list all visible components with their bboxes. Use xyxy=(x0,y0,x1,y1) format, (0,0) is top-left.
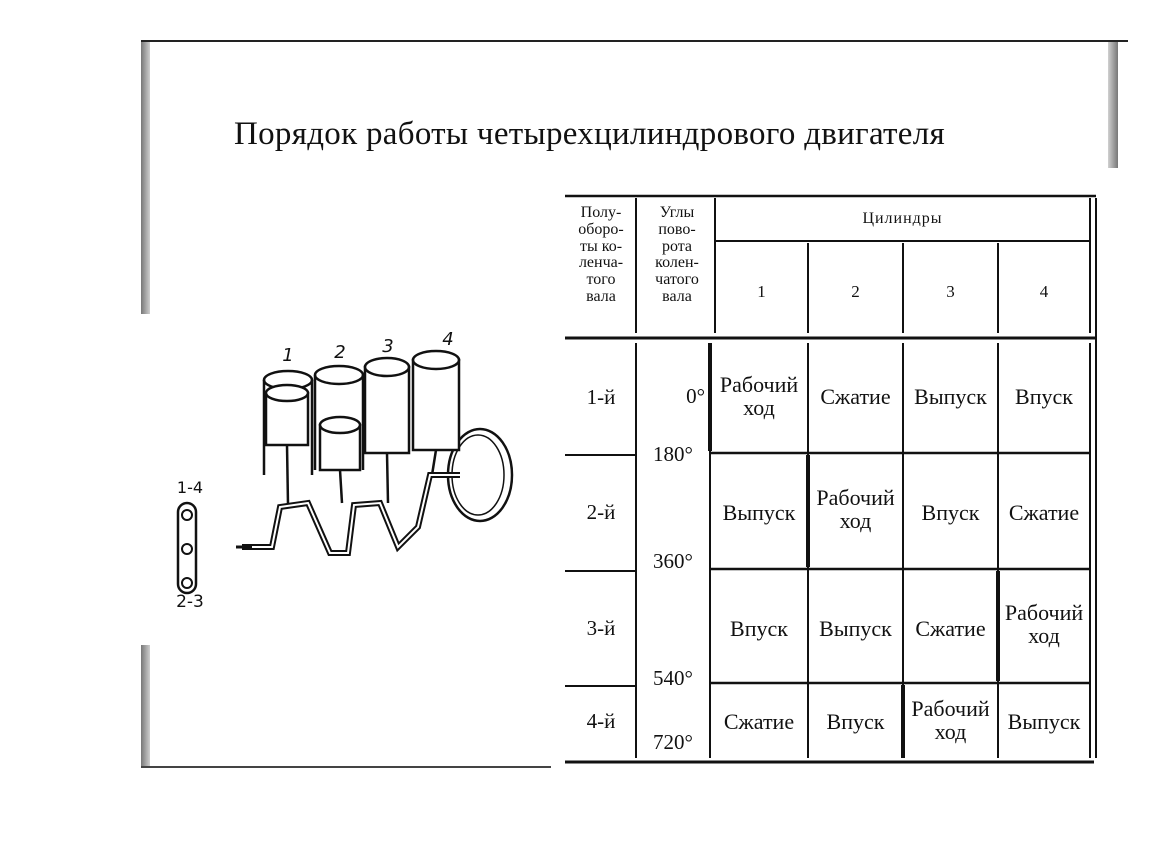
header-cylinder-4: 4 xyxy=(1039,282,1049,301)
cell-1-1: Рабочий ход xyxy=(719,372,799,421)
header-cylinder-2: 2 xyxy=(851,282,860,301)
cell-2-4: Сжатие xyxy=(1008,500,1080,525)
cell-3-2: Выпуск xyxy=(819,616,892,641)
crank-throw-shape xyxy=(176,501,198,595)
row-label-3: 3-й xyxy=(586,616,616,640)
cell-1-3: Выпуск xyxy=(914,384,987,409)
engine-diagram: 1 2 3 4 1-4 2-3 xyxy=(160,325,540,625)
crank-label-bottom: 2-3 xyxy=(176,592,204,612)
row-label-2: 2-й xyxy=(586,500,616,524)
header-half-turns-line: оборо- xyxy=(578,220,624,238)
header-half-turns-line: того xyxy=(586,271,616,289)
header-rotation-angles-line: вала xyxy=(662,287,692,305)
cell-1-2: Сжатие xyxy=(820,384,891,409)
angle-180: 180° xyxy=(653,442,693,466)
row-label-4: 4-й xyxy=(586,709,616,733)
slide-left-border-lower xyxy=(141,645,150,767)
slide-left-border xyxy=(141,42,150,314)
header-rotation-angles-line: пово- xyxy=(658,220,696,238)
cylinder-label-3: 3 xyxy=(382,336,393,357)
angle-720: 720° xyxy=(653,730,693,754)
header-cylinder-3: 3 xyxy=(946,282,955,301)
slide-right-border xyxy=(1108,42,1118,168)
cell-2-1: Выпуск xyxy=(722,500,796,525)
cell-4-2: Впуск xyxy=(826,709,885,734)
engine-drawing: 1 2 3 4 1-4 2-3 xyxy=(176,329,514,612)
row-label-1: 1-й xyxy=(586,385,616,409)
header-rotation-angles-line: колен- xyxy=(655,254,699,272)
cylinder-label-1: 1 xyxy=(282,345,293,366)
header-cylinders: Цилиндры xyxy=(862,210,943,227)
angle-0: 0° xyxy=(686,384,705,408)
cell-2-2: Рабочий ход xyxy=(816,485,895,534)
page-title: Порядок работы четырехцилиндрового двига… xyxy=(234,116,945,152)
cell-4-4: Выпуск xyxy=(1007,709,1081,734)
header-half-turns-line: Полу- xyxy=(580,204,622,221)
cell-2-3: Впуск xyxy=(921,500,980,525)
cell-4-1: Сжатие xyxy=(723,709,795,734)
cell-4-3: Рабочий ход xyxy=(911,696,990,745)
angle-360: 360° xyxy=(653,549,693,573)
cylinder-label-4: 4 xyxy=(442,329,453,350)
header-half-turns-line: вала xyxy=(586,287,616,305)
cell-3-3: Сжатие xyxy=(915,616,986,641)
crank-label-top: 1-4 xyxy=(177,478,203,497)
slide-bottom-border xyxy=(141,766,551,768)
cell-3-4: Рабочий ход xyxy=(1004,600,1084,649)
header-rotation-angles-line: чатого xyxy=(655,271,699,289)
header-half-turns: Полу- оборо- ты ко- ленча- того вала xyxy=(566,204,636,306)
cylinder-label-2: 2 xyxy=(334,342,345,363)
header-cylinder-1: 1 xyxy=(757,282,766,301)
header-half-turns-line: ты ко- xyxy=(579,237,623,255)
header-half-turns-line: ленча- xyxy=(578,254,624,272)
angle-540: 540° xyxy=(653,666,693,690)
cell-1-4: Впуск xyxy=(1015,384,1073,409)
header-rotation-angles: Углы пово- рота колен- чатого вала xyxy=(640,204,714,306)
firing-order-table: Полу- оборо- ты ко- ленча- того вала Угл… xyxy=(560,193,1100,769)
header-rotation-angles-line: Углы xyxy=(659,204,695,221)
table-grid xyxy=(565,194,1097,764)
slide-top-border xyxy=(141,40,1128,42)
cell-3-1: Впуск xyxy=(730,616,788,641)
header-rotation-angles-line: рота xyxy=(661,237,693,255)
